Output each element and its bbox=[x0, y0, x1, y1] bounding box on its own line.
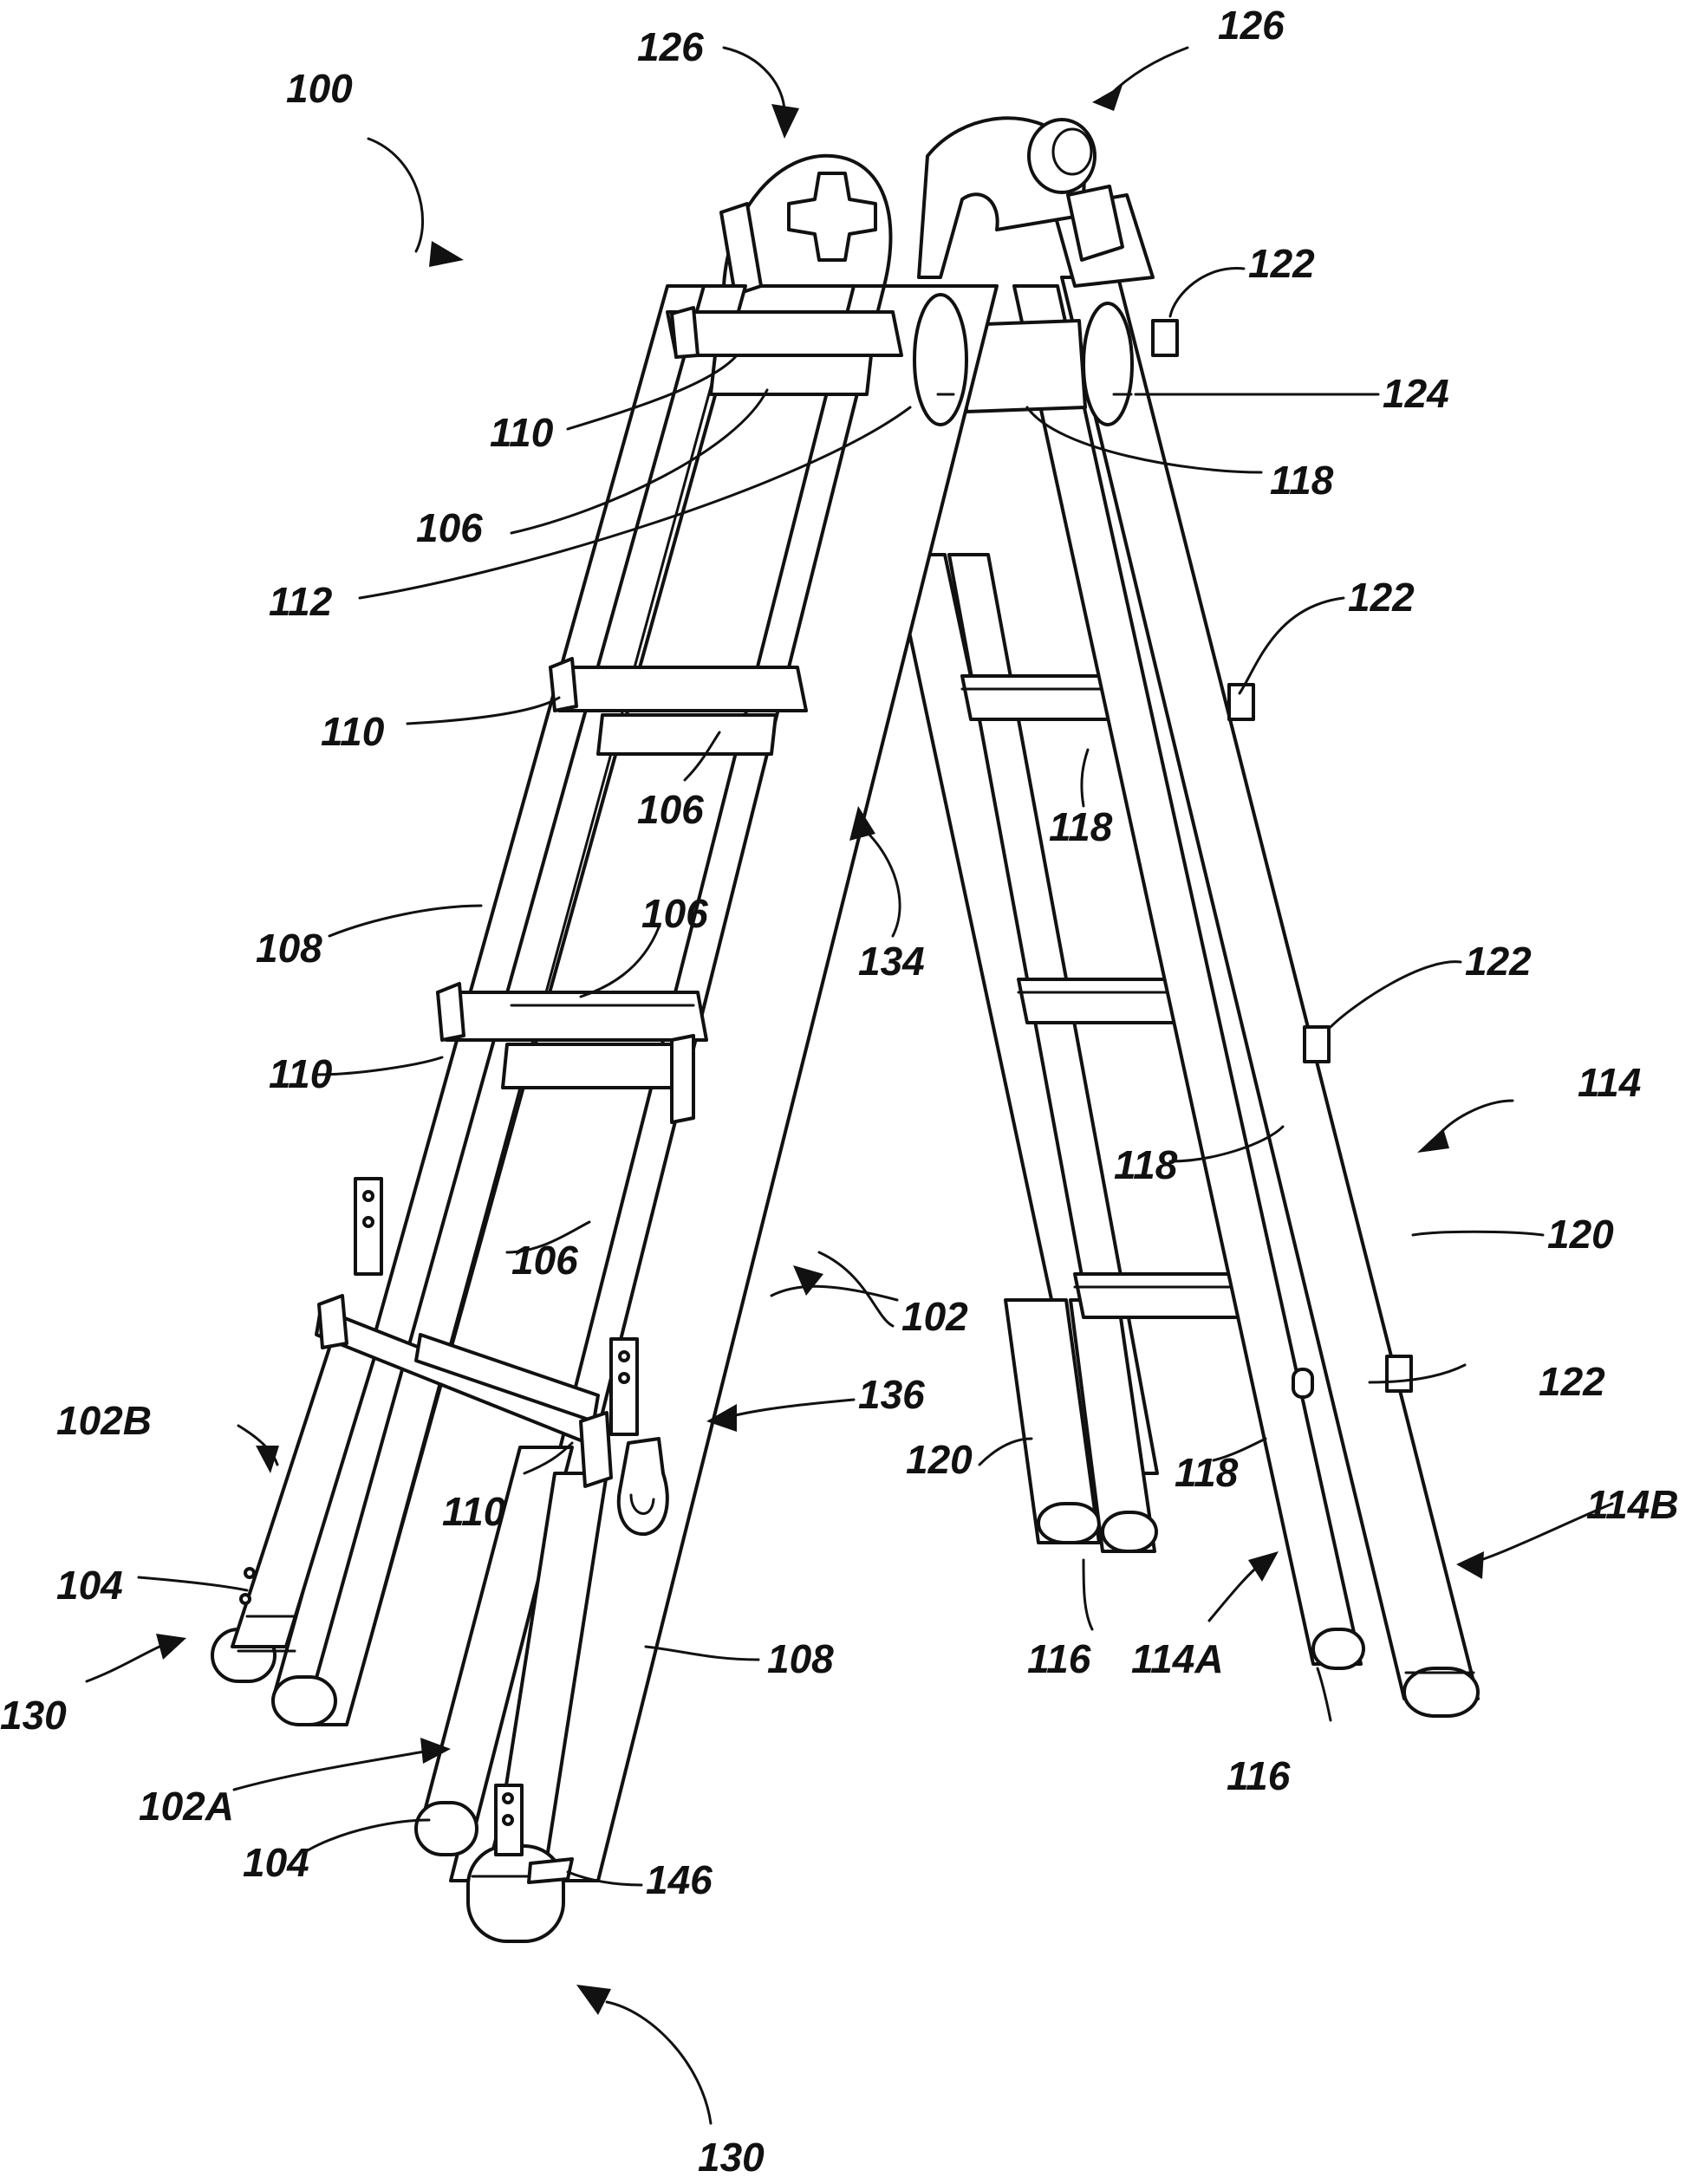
label-122-b: 122 bbox=[1348, 575, 1415, 620]
step-bracket-1 bbox=[670, 306, 700, 359]
label-106-a: 106 bbox=[416, 505, 483, 550]
rear-tab-1 bbox=[1151, 319, 1179, 357]
front-foot-102B-b bbox=[271, 1675, 337, 1726]
rear-tab-3 bbox=[1303, 1025, 1331, 1063]
front-step-2 bbox=[549, 666, 808, 712]
label-130-bottom: 130 bbox=[698, 2135, 765, 2180]
label-136: 136 bbox=[858, 1372, 925, 1417]
label-134: 134 bbox=[858, 939, 925, 984]
label-116-b: 116 bbox=[1227, 1753, 1291, 1798]
rear-tabs-122 bbox=[1151, 319, 1413, 1399]
rear-tab-knob bbox=[1292, 1368, 1314, 1399]
label-110-a: 110 bbox=[490, 410, 554, 455]
left-hinge-bracket bbox=[719, 202, 763, 296]
rear-leg-tube-left bbox=[1004, 1298, 1101, 1544]
label-106-c: 106 bbox=[641, 891, 708, 936]
label-118-d: 118 bbox=[1175, 1450, 1239, 1495]
rear-foot-right bbox=[1402, 1667, 1480, 1718]
label-104-upper: 104 bbox=[56, 1563, 123, 1608]
foot-pad-146 bbox=[527, 1857, 574, 1884]
rear-lock-window-124 bbox=[1082, 302, 1134, 426]
label-126-right: 126 bbox=[1218, 3, 1285, 48]
right-hinge-bracket bbox=[1066, 185, 1124, 262]
label-120-right: 120 bbox=[1547, 1212, 1614, 1257]
rear-rail-outer-inner bbox=[1012, 284, 1363, 1666]
leader-lines bbox=[85, 46, 1614, 2125]
label-146: 146 bbox=[646, 1857, 713, 1902]
step-bracket-4 bbox=[317, 1294, 348, 1349]
left-hinge-knob bbox=[787, 172, 877, 262]
rear-tab-2 bbox=[1227, 683, 1255, 721]
reference-labels: 100 126 126 122 124 118 110 106 112 122 … bbox=[0, 3, 1679, 2180]
label-102: 102 bbox=[901, 1294, 968, 1339]
front-rung-1 bbox=[709, 354, 873, 396]
label-120-left: 120 bbox=[906, 1437, 973, 1482]
label-124: 124 bbox=[1383, 371, 1449, 416]
label-102A: 102A bbox=[139, 1784, 234, 1829]
label-108-upper: 108 bbox=[256, 926, 322, 971]
label-116-a: 116 bbox=[1027, 1636, 1091, 1681]
rear-section-114 bbox=[891, 193, 1480, 1718]
label-114B: 114B bbox=[1586, 1482, 1679, 1527]
label-108-lower: 108 bbox=[767, 1636, 834, 1681]
rear-foot-left bbox=[1037, 1502, 1101, 1544]
label-130-left: 130 bbox=[0, 1693, 67, 1738]
label-100: 100 bbox=[286, 66, 353, 111]
step-bracket-3 bbox=[436, 982, 465, 1042]
front-lock-window-112 bbox=[913, 293, 968, 426]
rear-rungs-118 bbox=[960, 674, 1280, 1319]
front-step-1 bbox=[666, 310, 903, 357]
right-hinge-knob bbox=[1027, 118, 1097, 194]
label-110-d: 110 bbox=[442, 1489, 506, 1534]
label-118-c: 118 bbox=[1114, 1142, 1178, 1187]
label-110-b: 110 bbox=[321, 709, 385, 754]
label-110-c: 110 bbox=[269, 1051, 333, 1096]
front-rungs-106 bbox=[315, 306, 903, 1488]
label-106-b: 106 bbox=[637, 787, 704, 832]
label-118-top: 118 bbox=[1270, 458, 1334, 503]
label-114: 114 bbox=[1578, 1060, 1641, 1105]
label-114A: 114A bbox=[1131, 1636, 1224, 1681]
step-bracket-3b bbox=[670, 1034, 695, 1124]
front-rung-2 bbox=[596, 713, 778, 756]
label-106-d: 106 bbox=[511, 1238, 578, 1283]
label-122-d: 122 bbox=[1539, 1359, 1605, 1404]
label-112: 112 bbox=[269, 579, 333, 624]
step-bracket-4b bbox=[579, 1411, 613, 1488]
label-122-a: 122 bbox=[1248, 241, 1315, 286]
front-rung-3 bbox=[501, 1043, 678, 1089]
step-bracket-2 bbox=[549, 657, 578, 712]
label-122-c: 122 bbox=[1465, 939, 1532, 984]
label-126-left: 126 bbox=[637, 24, 704, 69]
front-section-102 bbox=[211, 284, 999, 1943]
rear-foot-mid bbox=[1311, 1628, 1365, 1670]
label-118-b: 118 bbox=[1049, 804, 1113, 849]
tool-hook-136 bbox=[616, 1437, 669, 1537]
label-102B: 102B bbox=[56, 1398, 152, 1443]
rear-tab-4 bbox=[1385, 1355, 1413, 1393]
front-step-3 bbox=[436, 991, 708, 1042]
hinge-assembly-126 bbox=[719, 116, 1124, 296]
label-104-lower: 104 bbox=[243, 1840, 309, 1885]
rear-foot-left-2 bbox=[1101, 1511, 1158, 1553]
front-foot-102A-a bbox=[414, 1801, 478, 1856]
